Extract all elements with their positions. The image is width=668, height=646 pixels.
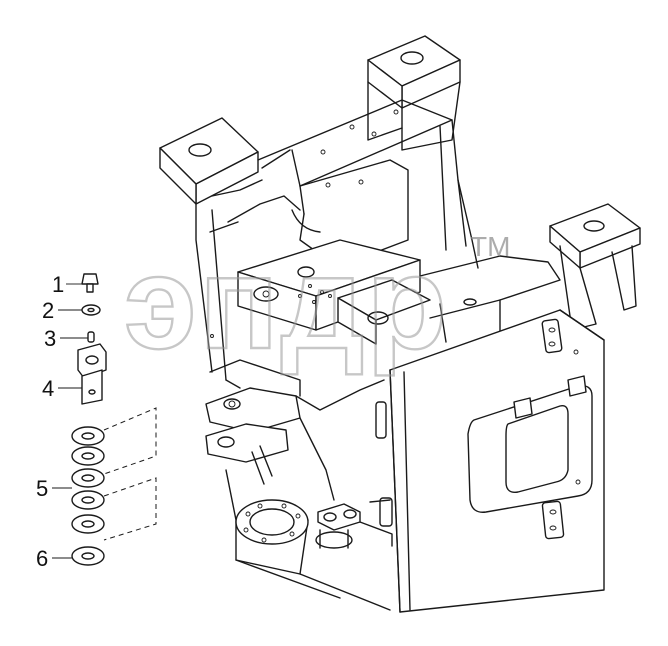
lower-hinge-bracket [205,359,301,485]
shim-stack-part [71,426,105,534]
callout-3-label: 3 [44,326,56,351]
main-box-body [375,309,605,613]
callout-6-label: 6 [36,546,48,571]
watermark-trademark: TM [470,231,510,262]
bolt-part [81,273,99,293]
washer-part [81,304,101,316]
bracket-part [77,343,107,405]
callout-1-label: 1 [52,272,64,297]
callout-2-label: 2 [42,298,54,323]
frame-assembly [159,35,641,613]
left-upright [195,179,301,381]
pin-part [87,331,95,343]
top-left-mount-pad [159,117,259,205]
right-side-mount-pad [549,203,641,331]
watermark-text: эпдр [124,229,449,376]
base-shim-part [71,546,105,566]
right-hanger [439,119,479,269]
cross-plate [237,239,431,345]
callouts: 1 2 3 4 5 6 [36,272,88,571]
top-right-mount-pad [367,35,461,109]
callout-5-label: 5 [36,476,48,501]
watermark: эпдр TM [123,228,511,377]
callout-4-label: 4 [42,376,54,401]
exploded-parts [71,273,157,566]
lower-frame [225,379,393,611]
